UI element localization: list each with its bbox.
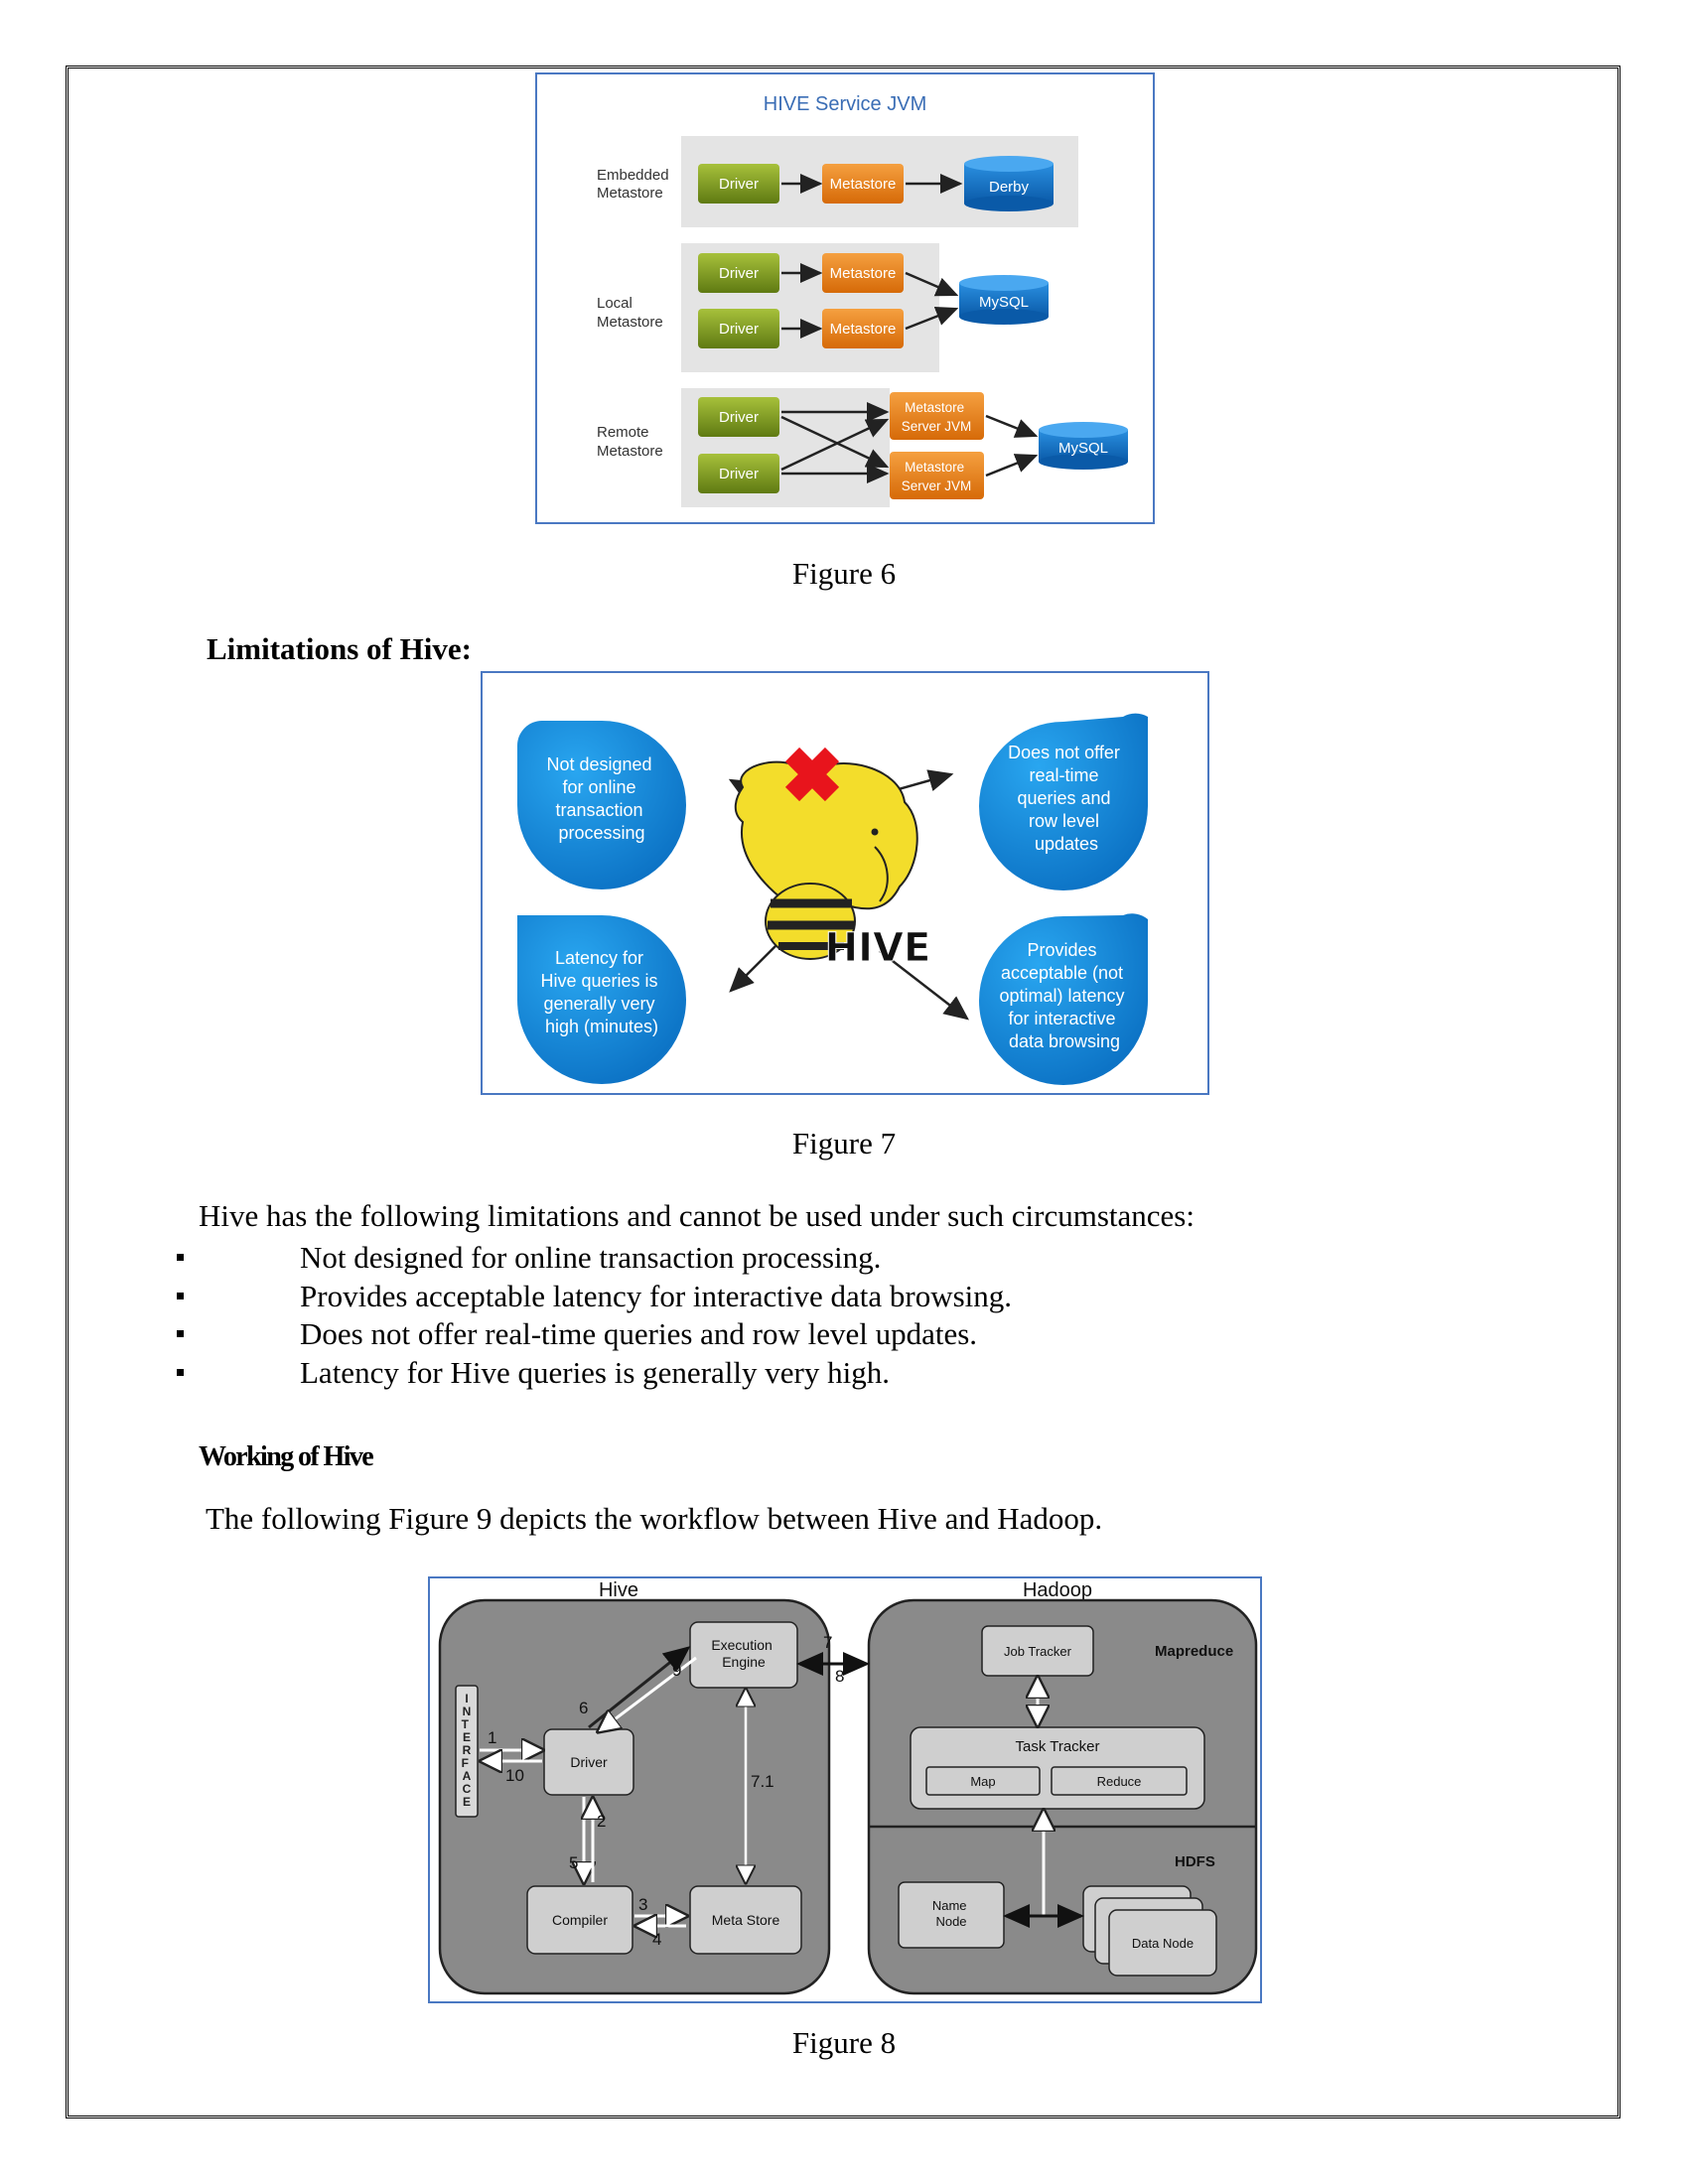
job-tracker-label: Job Tracker	[1004, 1644, 1072, 1659]
figure-6-caption: Figure 6	[791, 556, 897, 591]
local-mysql-label: MySQL	[979, 294, 1029, 311]
remote-driver-box-2	[698, 454, 779, 493]
svg-text:6: 6	[579, 1699, 588, 1717]
reduce-label: Reduce	[1097, 1774, 1142, 1789]
bubble-acceptable-latency	[979, 913, 1148, 1085]
map-label: Map	[970, 1774, 995, 1789]
figure-7-caption: Figure 7	[791, 1126, 897, 1160]
map-box	[925, 1766, 1041, 1796]
hdfs-label: HDFS	[1175, 1853, 1215, 1870]
bubble-high-latency	[517, 915, 686, 1084]
remote-metastore-server-box-2	[890, 452, 984, 499]
compiler-box	[526, 1885, 633, 1955]
svg-text:3: 3	[638, 1895, 647, 1914]
svg-text:5: 5	[569, 1853, 578, 1872]
local-metastore-label: Local Metastore	[597, 295, 663, 331]
embedded-metastore-box	[822, 164, 904, 204]
remote-driver-label-2: Driver	[719, 466, 759, 482]
svg-text:1: 1	[488, 1728, 496, 1747]
name-node-label: Name Node	[932, 1898, 970, 1929]
reduce-box	[1051, 1766, 1188, 1796]
interface-box	[455, 1685, 479, 1818]
local-metastore-box-2	[822, 309, 904, 348]
embedded-driver-box	[698, 164, 779, 204]
limitations-heading: Limitations of Hive:	[207, 631, 472, 666]
working-intro: The following Figure 9 depicts the workf…	[206, 1501, 1103, 1536]
bubble-high-latency-text: Latency for Hive queries is generally ve…	[540, 948, 662, 1036]
bubble-no-realtime-text: Does not offer real-time queries and row…	[1008, 743, 1125, 854]
bubble-no-realtime	[979, 713, 1148, 890]
embedded-driver-label: Driver	[719, 176, 759, 193]
svg-text:10: 10	[505, 1766, 524, 1785]
remote-mysql-label: MySQL	[1058, 440, 1108, 457]
mapreduce-label: Mapreduce	[1155, 1643, 1233, 1660]
data-node-label: Data Node	[1132, 1936, 1194, 1951]
derby-database-icon	[964, 156, 1054, 211]
page-border	[66, 66, 1620, 2118]
remote-metastore-server-text-2: Metastore Server JVM	[902, 460, 972, 493]
remote-driver-label-1: Driver	[719, 409, 759, 426]
svg-text:8: 8	[835, 1667, 844, 1686]
local-driver-box-2	[698, 309, 779, 348]
compiler-label: Compiler	[552, 1912, 608, 1928]
remote-metastore-server-box-1	[890, 392, 984, 440]
meta-store-label: Meta Store	[712, 1912, 780, 1928]
remote-mysql-database-icon	[1039, 422, 1128, 470]
working-heading: Working of Hive	[199, 1441, 374, 1472]
local-driver-label-1: Driver	[719, 265, 759, 282]
driver-box	[543, 1728, 634, 1796]
derby-label: Derby	[989, 179, 1030, 196]
driver-label: Driver	[570, 1754, 608, 1770]
step-numbers: 1 10 2 5 3 4 6 9 7.1 7 8	[488, 1633, 844, 1949]
bubble-not-oltp	[517, 721, 686, 889]
embedded-metastore-text: Metastore	[830, 176, 897, 193]
local-metastore-text-1: Metastore	[830, 265, 897, 282]
red-x-icon	[784, 747, 840, 802]
bubble-acceptable-latency-text: Provides acceptable (not optimal) latenc…	[999, 940, 1129, 1051]
figure-8-caption: Figure 8	[791, 2025, 897, 2060]
hive-logo-text: HIVE	[825, 925, 931, 971]
hive-logo-icon	[734, 760, 918, 960]
local-metastore-box-1	[822, 253, 904, 293]
remote-driver-box-1	[698, 397, 779, 437]
data-node-stack	[1082, 1885, 1217, 1977]
figure-6-hive-service-jvm: HIVE Service JVM Embedded Metastore Driv…	[535, 72, 1155, 524]
local-driver-box-1	[698, 253, 779, 293]
local-mysql-database-icon	[959, 275, 1049, 325]
remote-metastore-label: Remote Metastore	[597, 424, 663, 460]
svg-text:2: 2	[597, 1812, 606, 1831]
svg-text:9: 9	[672, 1661, 681, 1680]
bubble-not-oltp-text: Not designed for online transaction proc…	[546, 754, 656, 843]
task-tracker-label: Task Tracker	[1015, 1738, 1099, 1755]
hive-section-label: Hive	[599, 1579, 638, 1601]
remote-metastore-server-text-1: Metastore Server JVM	[902, 400, 972, 434]
meta-store-box	[689, 1885, 802, 1955]
local-metastore-text-2: Metastore	[830, 321, 897, 338]
execution-engine-label: Execution Engine	[711, 1637, 775, 1670]
limitations-intro: Hive has the following limitations and c…	[199, 1198, 1195, 1233]
hadoop-section-label: Hadoop	[1023, 1579, 1092, 1601]
local-driver-label-2: Driver	[719, 321, 759, 338]
figure-6-title: HIVE Service JVM	[764, 93, 926, 115]
svg-text:7: 7	[823, 1633, 832, 1652]
figure-7-hive-limitations: Not designed for online transaction proc…	[481, 671, 1209, 1095]
embedded-metastore-label: Embedded Metastore	[597, 167, 673, 202]
svg-text:7.1: 7.1	[751, 1772, 774, 1791]
svg-text:4: 4	[652, 1930, 661, 1949]
